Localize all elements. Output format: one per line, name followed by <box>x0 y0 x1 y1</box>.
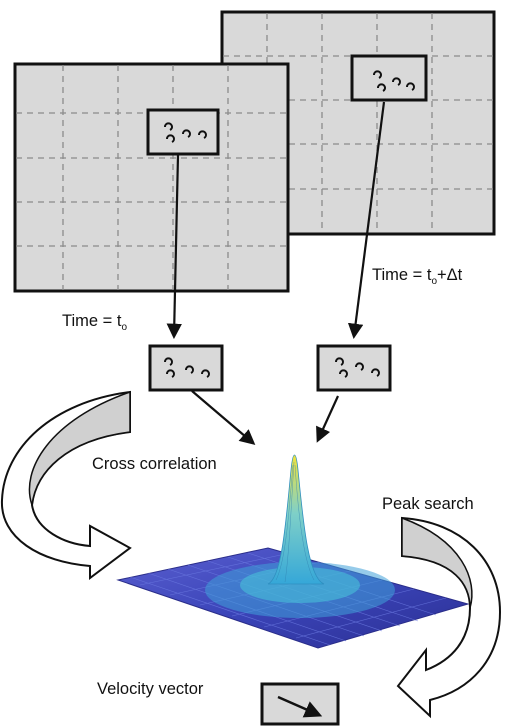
velocity-arrow-icon <box>277 695 323 718</box>
time-label-t0: Time = to <box>62 312 127 333</box>
particles-icon <box>164 122 207 143</box>
arrow-frame2-down <box>347 101 386 340</box>
particles-icon <box>335 357 380 378</box>
time-label-t0-plus-dt: Time = to+Δt <box>372 266 463 287</box>
frame-t0 <box>13 62 290 293</box>
correlation-surface <box>116 454 470 649</box>
arrow-window1-to-correlation <box>191 390 256 445</box>
cross-correlation-label: Cross correlation <box>92 455 217 473</box>
velocity-vector-box <box>260 682 340 726</box>
interrogation-window-2 <box>350 54 428 102</box>
curved-arrow-right-icon <box>396 516 502 719</box>
arrow-window2-to-correlation <box>316 395 340 443</box>
peak-search-label: Peak search <box>382 495 474 513</box>
curved-arrow-left-icon <box>0 390 132 580</box>
particles-icon <box>164 357 210 378</box>
arrow-frame1-down <box>166 154 182 340</box>
velocity-vector-label: Velocity vector <box>97 680 204 698</box>
particles-icon <box>373 70 415 92</box>
extracted-window-2 <box>316 344 392 392</box>
extracted-window-1 <box>148 344 224 392</box>
